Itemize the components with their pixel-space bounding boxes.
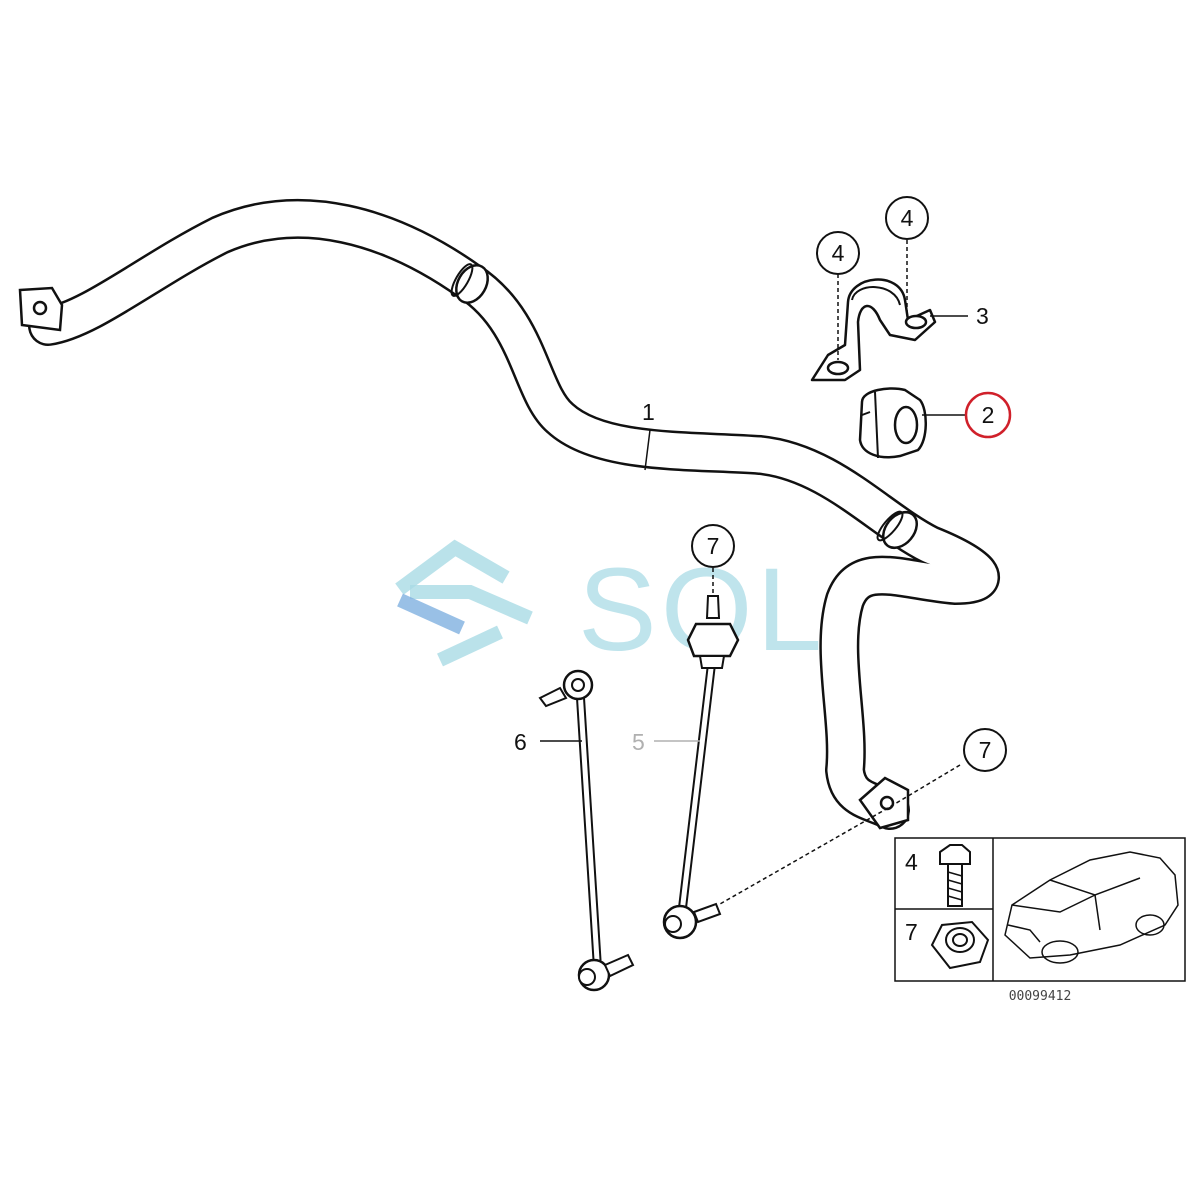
callout-7a-label: 7 [707, 533, 720, 559]
stabilizer-left-hole [32, 300, 48, 316]
watermark-stripe-blue [397, 593, 465, 635]
inset-reference-number: 00099412 [1009, 989, 1072, 1004]
callout-4b-label: 4 [901, 205, 914, 231]
callout-3-label: 3 [976, 303, 989, 329]
leader-lines [540, 240, 968, 905]
watermark-chevron-top [395, 539, 510, 595]
inset-panel: 4 7 00099412 [894, 837, 1186, 1004]
callout-1-label: 1 [642, 399, 655, 425]
callouts: 1 2 3 4 4 7 7 6 5 [514, 196, 1012, 772]
stabilizer-bar [18, 198, 1000, 830]
bolt-icon [939, 844, 971, 907]
stabilizer-right-hole [879, 795, 895, 811]
callout-2-label: 2 [982, 402, 995, 428]
callout-5-label: 5 [632, 729, 645, 755]
callout-2-highlight-circle [964, 391, 1012, 439]
bar-ring-right [876, 510, 918, 550]
callout-2: 2 [964, 391, 1012, 439]
bar-ring-left [450, 263, 489, 304]
callout-7b: 7 [963, 728, 1007, 772]
callout-4a: 4 [816, 231, 860, 275]
callout-4b: 4 [885, 196, 929, 240]
inset-row1-label: 4 [905, 849, 918, 875]
callout-7b-label: 7 [979, 737, 992, 763]
link-rod-5 [662, 595, 740, 940]
callout-7a: 7 [691, 524, 735, 568]
nut-icon [930, 920, 990, 970]
watermark-logo: SOL [395, 539, 822, 676]
link-rod-6 [538, 669, 635, 992]
inset-row2-label: 7 [905, 919, 918, 945]
watermark-chevron-bottom [437, 625, 503, 667]
callout-6-label: 6 [514, 729, 527, 755]
stabilizer-bar-fill [30, 201, 998, 828]
bracket-part [810, 278, 937, 382]
car-icon [1004, 851, 1179, 964]
watermark-chevron-mid [410, 585, 533, 625]
rubber-bushing-part [858, 387, 927, 459]
callout-4a-label: 4 [832, 240, 845, 266]
